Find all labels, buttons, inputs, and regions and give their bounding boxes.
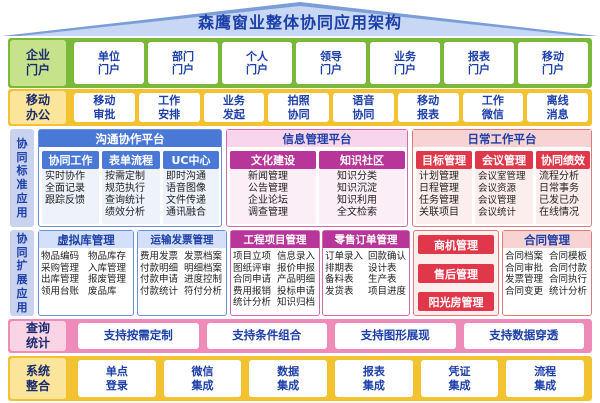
info-sub-culture-body: 新闻管理 公告管理 企业论坛 调查管理 xyxy=(248,171,288,218)
standard-apps-label: 协 同 标 准 应 用 xyxy=(10,129,34,227)
query-item-custom[interactable]: 支持按需定制 xyxy=(78,323,199,349)
query-item-drilldown[interactable]: 支持数据穿透 xyxy=(463,323,584,349)
ext-contract-management-col1: 合同档案 合同审批 发票管理 合同变更 xyxy=(505,251,544,297)
mobile-item-work-arrange[interactable]: 工作 安排 xyxy=(138,93,200,122)
daily-sub-meeting-title: 会议管理 xyxy=(475,151,533,169)
comm-sub-uc-title: UC中心 xyxy=(163,151,219,169)
ext-shipping-invoice-col2: 发票档案 明细档案 进度控制 符付分析 xyxy=(184,251,223,297)
ext-after-sales-button[interactable]: 售后管理 xyxy=(418,264,494,283)
page-title: 森鹰窗业整体协同应用架构 xyxy=(197,13,402,32)
ext-project-management[interactable]: 工程项目管理 项目立项 图纸评审 合同申请 费用报销 统计分析 信息录入 报价申… xyxy=(230,230,320,316)
portal-item-unit[interactable]: 单位 门户 xyxy=(74,42,144,84)
daily-sub-goal-body: 计划管理 日程管理 任务管理 关联项目 xyxy=(419,171,459,218)
portal-item-department[interactable]: 部门 门户 xyxy=(148,42,218,84)
ext-virtual-inventory-col1: 物品编码 采购管理 出库管理 领用台账 xyxy=(41,251,80,297)
ext-contract-management-title: 合同管理 xyxy=(503,231,591,248)
portal-item-personal[interactable]: 个人 门户 xyxy=(222,42,292,84)
mobile-item-approval[interactable]: 移动 审批 xyxy=(74,93,135,122)
ext-project-management-col2: 信息录入 报价申报 产品明细 投标申请 知识归档 xyxy=(277,251,316,308)
sys-item-report[interactable]: 报表 集成 xyxy=(335,360,413,397)
mobile-item-report[interactable]: 移动 报表 xyxy=(397,93,459,122)
mobile-band: 移动 办公 移动 审批 工作 安排 业务 发起 拍照 协同 语音 协同 移动 报… xyxy=(8,89,592,126)
ext-virtual-inventory-title: 虚拟库管理 xyxy=(39,231,133,248)
daily-platform-title: 日常工作平台 xyxy=(413,130,591,147)
ext-opportunity-button[interactable]: 商机管理 xyxy=(418,235,494,254)
daily-sub-goal[interactable]: 目标管理 计划管理 日程管理 任务管理 关联项目 xyxy=(416,151,472,224)
portal-band: 企业 门户 单位 门户 部门 门户 个人 门户 领导 门户 业务 门户 报表 门… xyxy=(8,38,592,88)
daily-platform-panel: 日常工作平台 目标管理 计划管理 日程管理 任务管理 关联项目 会议管理 会议室… xyxy=(412,129,592,227)
sys-item-workflow[interactable]: 流程 集成 xyxy=(506,360,585,397)
daily-sub-performance-title: 协同绩效 xyxy=(536,151,590,169)
roof-shape xyxy=(2,2,598,36)
ext-contract-management[interactable]: 合同管理 合同档案 合同审批 发票管理 合同变更 合同模板 合同付款 合同执行 … xyxy=(502,230,592,316)
comm-sub-uc-body: 即时沟通 语音图像 文件传递 通讯融合 xyxy=(166,171,206,218)
extended-apps-label: 协 同 扩 展 应 用 xyxy=(10,230,34,316)
query-item-graph[interactable]: 支持图形展现 xyxy=(335,323,456,349)
daily-sub-meeting[interactable]: 会议管理 会议室管理 会议资源 会议管理 会议统计 xyxy=(475,151,533,224)
mobile-label: 移动 办公 xyxy=(10,91,66,124)
sys-item-voucher[interactable]: 凭证 集成 xyxy=(420,360,499,397)
comm-sub-uc[interactable]: UC中心 即时沟通 语音图像 文件传递 通讯融合 xyxy=(163,151,219,224)
sys-item-wechat[interactable]: 微信 集成 xyxy=(163,360,242,397)
ext-retail-order-title: 零售订单管理 xyxy=(323,231,409,248)
ext-shipping-invoice-title: 运输发票管理 xyxy=(138,231,226,248)
info-sub-culture[interactable]: 文化建设 新闻管理 公告管理 企业论坛 调查管理 xyxy=(230,151,316,224)
system-integration-band: 系统 整合 单点 登录 微信 集成 数据 集成 报表 集成 凭证 集成 流程 集… xyxy=(8,356,592,401)
info-platform-title: 信息管理平台 xyxy=(227,130,407,147)
mobile-item-wechat[interactable]: 工作 微信 xyxy=(462,93,524,122)
ext-virtual-inventory-col2: 物品库存 入库管理 报废管理 废品库 xyxy=(88,251,127,297)
query-band: 查询 统计 支持按需定制 支持条件组合 支持图形展现 支持数据穿透 xyxy=(8,319,592,353)
info-sub-knowledge-body: 知识分类 知识沉淀 知识利用 全文检索 xyxy=(337,171,377,218)
ext-project-management-col1: 项目立项 图纸评审 合同申请 费用报销 统计分析 xyxy=(233,251,272,308)
query-label: 查询 统计 xyxy=(10,321,66,351)
query-item-condition[interactable]: 支持条件组合 xyxy=(206,323,327,349)
sys-item-sso[interactable]: 单点 登录 xyxy=(78,360,156,397)
ext-virtual-inventory[interactable]: 虚拟库管理 物品编码 采购管理 出库管理 领用台账 物品库存 入库管理 报废管理… xyxy=(38,230,134,316)
comm-sub-form-title: 表单流程 xyxy=(102,151,160,169)
comm-sub-form[interactable]: 表单流程 按需定制 规范执行 查询统计 绩效分析 xyxy=(102,151,160,224)
mobile-item-photo[interactable]: 拍照 协同 xyxy=(268,93,329,122)
portal-item-leader[interactable]: 领导 门户 xyxy=(296,42,366,84)
ext-sunroom-button[interactable]: 阳光房管理 xyxy=(418,292,494,311)
comm-platform-title: 沟通协作平台 xyxy=(39,130,221,147)
mobile-item-business-start[interactable]: 业务 发起 xyxy=(203,93,265,122)
info-platform-panel: 信息管理平台 文化建设 新闻管理 公告管理 企业论坛 调查管理 知识社区 知识分… xyxy=(226,129,408,227)
mobile-item-voice[interactable]: 语音 协同 xyxy=(333,93,394,122)
comm-sub-collab-body: 实时协作 全面记录 跟踪反馈 xyxy=(45,171,85,206)
ext-retail-order[interactable]: 零售订单管理 订单录入 排期表 备料表 发货表 回款确认 设计表 生产表 项目进… xyxy=(322,230,410,316)
portal-item-business[interactable]: 业务 门户 xyxy=(370,42,440,84)
daily-sub-goal-title: 目标管理 xyxy=(416,151,472,169)
ext-project-management-title: 工程项目管理 xyxy=(231,231,319,248)
sys-item-data[interactable]: 数据 集成 xyxy=(249,360,328,397)
info-sub-culture-title: 文化建设 xyxy=(230,151,316,169)
info-sub-knowledge-title: 知识社区 xyxy=(319,151,405,169)
ext-business-group: 商机管理 售后管理 阳光房管理 xyxy=(413,230,499,316)
comm-sub-collab-title: 协同工作 xyxy=(42,151,99,169)
ext-shipping-invoice[interactable]: 运输发票管理 费用发票 付款明细 付款申请 付款统计 发票档案 明细档案 进度控… xyxy=(137,230,227,316)
comm-sub-collab[interactable]: 协同工作 实时协作 全面记录 跟踪反馈 xyxy=(42,151,99,224)
info-sub-knowledge[interactable]: 知识社区 知识分类 知识沉淀 知识利用 全文检索 xyxy=(319,151,405,224)
ext-retail-order-col1: 订单录入 排期表 备料表 发货表 xyxy=(325,251,364,297)
ext-shipping-invoice-col1: 费用发票 付款明细 付款申请 付款统计 xyxy=(140,251,179,297)
ext-contract-management-col2: 合同模板 合同付款 合同执行 统计分析 xyxy=(549,251,588,297)
system-integration-label: 系统 整合 xyxy=(10,358,66,399)
portal-item-mobile[interactable]: 移动 门户 xyxy=(518,42,588,84)
comm-platform-panel: 沟通协作平台 协同工作 实时协作 全面记录 跟踪反馈 表单流程 按需定制 规范执… xyxy=(38,129,222,227)
mobile-item-offline[interactable]: 离线 消息 xyxy=(527,93,588,122)
ext-retail-order-col2: 回款确认 设计表 生产表 项目进度 xyxy=(368,251,407,297)
portal-label: 企业 门户 xyxy=(10,40,66,86)
comm-sub-form-body: 按需定制 规范执行 查询统计 绩效分析 xyxy=(105,171,145,218)
portal-item-report[interactable]: 报表 门户 xyxy=(444,42,514,84)
daily-sub-performance[interactable]: 协同绩效 流程分析 日常事务 已发已办 在线情况 xyxy=(536,151,590,224)
daily-sub-performance-body: 流程分析 日常事务 已发已办 在线情况 xyxy=(539,171,579,218)
daily-sub-meeting-body: 会议室管理 会议资源 会议管理 会议统计 xyxy=(478,171,526,218)
